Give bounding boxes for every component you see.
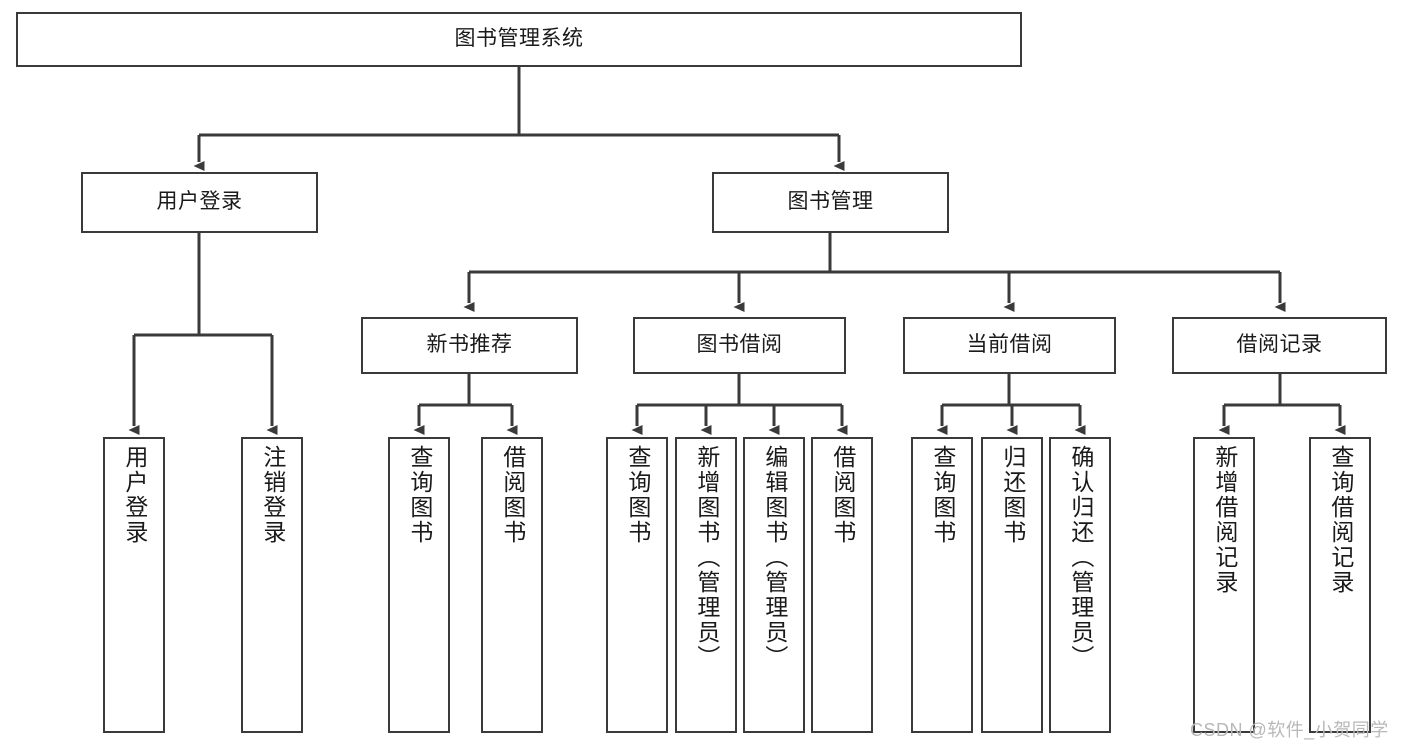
node-label: 查询图书 [406, 445, 433, 545]
node-label: 确认归还（管理员） [1067, 445, 1094, 670]
watermark-text: CSDN @软件_小贺同学 [1190, 720, 1389, 740]
node-label: 图书管理系统 [454, 27, 584, 51]
node-label: 图书借阅 [696, 333, 783, 357]
node-label: 新增图书（管理员） [693, 445, 720, 670]
node-new-book-recommend[interactable]: 新书推荐 [361, 317, 578, 374]
leaf-new-book-query-book[interactable]: 查询图书 [388, 437, 450, 733]
node-label: 新增借阅记录 [1211, 445, 1238, 595]
leaf-current-borrow-confirm-return-admin[interactable]: 确认归还（管理员） [1049, 437, 1111, 733]
node-user-login[interactable]: 用户登录 [81, 172, 318, 233]
node-label: 查询图书 [624, 445, 651, 545]
node-label: 归还图书 [999, 445, 1026, 545]
node-label: 当前借阅 [966, 333, 1053, 357]
node-label: 查询图书 [929, 445, 956, 545]
leaf-borrow-record-query-record[interactable]: 查询借阅记录 [1309, 437, 1371, 733]
leaf-book-borrow-query-book[interactable]: 查询图书 [606, 437, 668, 733]
node-label: 用户登录 [156, 190, 243, 214]
leaf-borrow-record-add-record[interactable]: 新增借阅记录 [1193, 437, 1255, 733]
node-label: 图书管理 [787, 190, 874, 214]
node-label: 查询借阅记录 [1327, 445, 1354, 595]
leaf-current-borrow-query-book[interactable]: 查询图书 [911, 437, 973, 733]
leaf-book-borrow-borrow-book[interactable]: 借阅图书 [811, 437, 873, 733]
node-root-book-management-system[interactable]: 图书管理系统 [16, 12, 1022, 67]
node-book-borrow[interactable]: 图书借阅 [633, 317, 846, 374]
node-label: 注销登录 [259, 445, 286, 545]
node-label: 借阅记录 [1236, 333, 1323, 357]
node-current-borrow[interactable]: 当前借阅 [903, 317, 1116, 374]
node-label: 编辑图书（管理员） [761, 445, 788, 670]
leaf-current-borrow-return-book[interactable]: 归还图书 [981, 437, 1043, 733]
leaf-book-borrow-add-book-admin[interactable]: 新增图书（管理员） [675, 437, 737, 733]
node-label: 用户登录 [121, 445, 148, 545]
node-label: 新书推荐 [426, 333, 513, 357]
leaf-new-book-borrow-book[interactable]: 借阅图书 [481, 437, 543, 733]
leaf-user-login-login[interactable]: 用户登录 [103, 437, 165, 733]
node-borrow-record[interactable]: 借阅记录 [1172, 317, 1387, 374]
node-book-management[interactable]: 图书管理 [712, 172, 949, 233]
leaf-user-login-logout[interactable]: 注销登录 [241, 437, 303, 733]
leaf-book-borrow-edit-book-admin[interactable]: 编辑图书（管理员） [743, 437, 805, 733]
node-label: 借阅图书 [499, 445, 526, 545]
node-label: 借阅图书 [829, 445, 856, 545]
